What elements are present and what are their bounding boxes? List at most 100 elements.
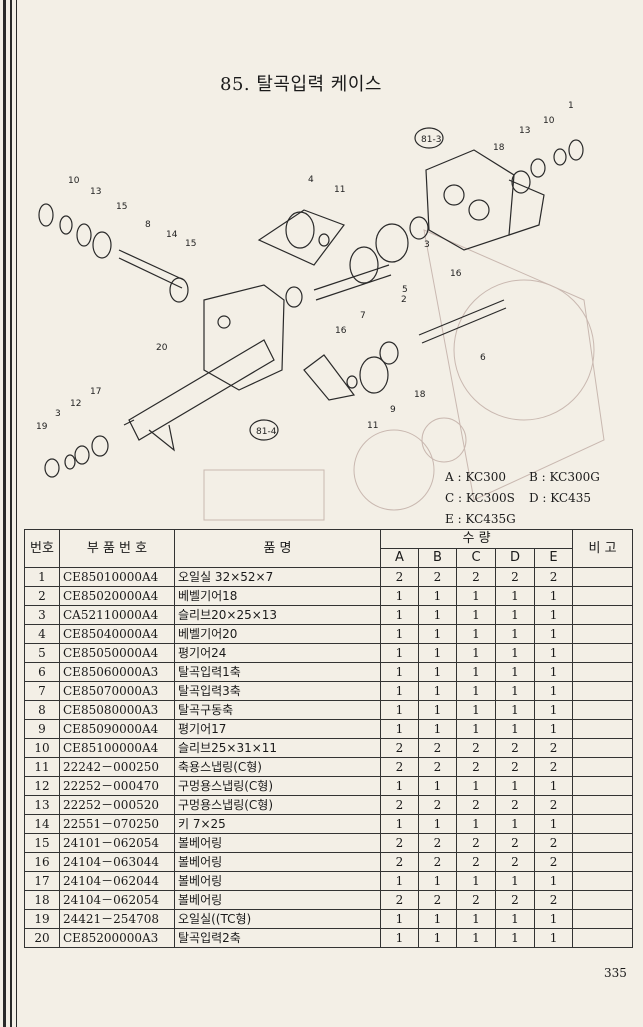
header-col-a: A	[380, 548, 419, 568]
header-col-e: E	[533, 548, 574, 568]
row-part-name: 베벨기어20	[174, 624, 381, 644]
row-qty: 1	[495, 681, 535, 701]
row-qty: 2	[380, 757, 419, 777]
legend-item: D : KC435	[529, 491, 592, 505]
row-qty: 2	[456, 738, 496, 758]
callout-markers	[249, 127, 444, 441]
row-remark	[572, 567, 634, 587]
row-part-name: 키 7×25	[174, 814, 381, 834]
row-qty: 2	[495, 890, 535, 910]
row-qty: 1	[456, 624, 496, 644]
row-part-number: CE85040000A4	[59, 624, 175, 644]
header-remark: 비 고	[572, 529, 634, 568]
row-qty: 2	[456, 795, 496, 815]
row-remark	[572, 681, 634, 701]
row-part-name: 평기어24	[174, 643, 381, 663]
row-qty: 1	[495, 586, 535, 606]
label-13: 13	[519, 126, 530, 136]
row-qty: 2	[495, 567, 535, 587]
row-remark	[572, 928, 634, 948]
label-1: 1	[568, 101, 574, 111]
row-qty: 1	[418, 776, 457, 796]
row-part-name: 베벨기어18	[174, 586, 381, 606]
label-19: 19	[36, 422, 48, 432]
row-part-name: 볼베어링	[174, 852, 381, 872]
row-part-name: 구멍용스냅링(C형)	[174, 776, 381, 796]
label-81-4: 81-4	[256, 427, 277, 437]
row-qty: 1	[533, 909, 574, 929]
label-3: 3	[424, 240, 430, 250]
row-remark	[572, 833, 634, 853]
housing-81-4	[128, 284, 285, 452]
row-qty: 2	[380, 852, 419, 872]
legend-item: E : KC435G	[445, 512, 516, 526]
exploded-diagram: 1 10 13 18 81-3 10 13 15 8 14 15 4 11 2 …	[36, 101, 605, 521]
row-qty: 1	[456, 909, 496, 929]
label-16b: 16	[335, 326, 347, 336]
row-part-name: 슬리브25×31×11	[174, 738, 381, 758]
row-remark	[572, 643, 634, 663]
row-qty: 1	[418, 624, 457, 644]
row-part-name: 오일실 32×52×7	[174, 567, 381, 587]
label-15: 15	[116, 202, 127, 212]
row-qty: 2	[533, 833, 574, 853]
row-part-number: 24421－254708	[59, 909, 175, 929]
row-part-number: 22551－070250	[59, 814, 175, 834]
row-part-name: 볼베어링	[174, 890, 381, 910]
row-qty: 1	[418, 605, 457, 625]
row-qty: 1	[495, 776, 535, 796]
header-no: 번호	[24, 529, 60, 568]
header-name: 품 명	[174, 529, 381, 568]
row-qty: 2	[533, 795, 574, 815]
label-17: 17	[90, 387, 101, 397]
row-qty: 2	[418, 757, 457, 777]
row-remark	[572, 871, 634, 891]
row-qty: 1	[533, 662, 574, 682]
label-81-3: 81-3	[421, 135, 441, 145]
row-part-number: 24104－062054	[59, 890, 175, 910]
row-qty: 2	[495, 833, 535, 853]
row-no: 17	[24, 871, 60, 891]
row-part-name: 탈곡입력3축	[174, 681, 381, 701]
row-qty: 1	[380, 700, 419, 720]
row-part-number: 24101－062054	[59, 833, 175, 853]
row-qty: 1	[380, 662, 419, 682]
header-col-b: B	[418, 548, 457, 568]
label-7: 7	[360, 311, 366, 321]
header-qty: 수 량	[379, 529, 574, 549]
row-part-name: 탈곡입력1축	[174, 662, 381, 682]
shafts	[118, 249, 507, 426]
row-qty: 1	[380, 586, 419, 606]
row-part-number: CE85060000A3	[59, 662, 175, 682]
row-qty: 1	[533, 643, 574, 663]
row-no: 3	[24, 605, 60, 625]
row-qty: 2	[533, 567, 574, 587]
row-no: 16	[24, 852, 60, 872]
row-part-number: CE85100000A4	[59, 738, 175, 758]
row-qty: 1	[456, 681, 496, 701]
row-part-name: 탈곡입력2축	[174, 928, 381, 948]
label-18: 18	[493, 143, 505, 153]
row-remark	[572, 852, 634, 872]
row-qty: 2	[418, 567, 457, 587]
row-no: 9	[24, 719, 60, 739]
row-qty: 2	[533, 852, 574, 872]
label-8: 8	[145, 220, 151, 230]
row-qty: 2	[418, 852, 457, 872]
header-part-no: 부 품 번 호	[59, 529, 175, 568]
row-qty: 1	[418, 871, 457, 891]
row-qty: 2	[456, 852, 496, 872]
row-qty: 2	[418, 833, 457, 853]
